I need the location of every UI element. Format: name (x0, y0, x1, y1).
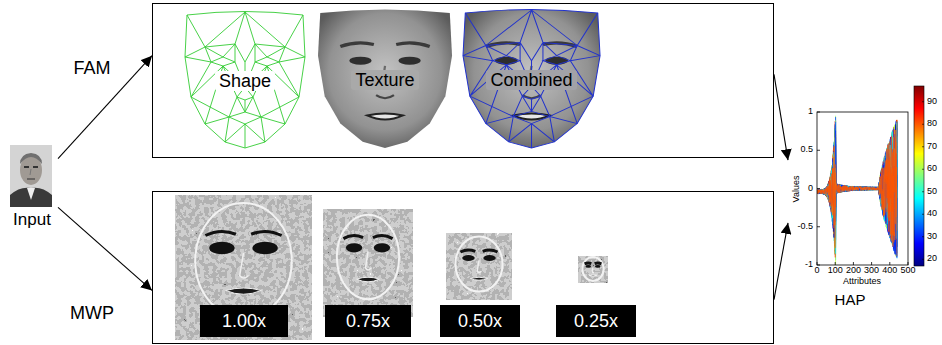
illustration-part (582, 257, 603, 281)
colorbar-tick-label: 20 (927, 254, 937, 264)
colorbar-tick-label: 60 (927, 164, 937, 174)
y-tick-label: 0 (808, 184, 813, 194)
arrow-connector (774, 74, 788, 160)
x-tick-label: 500 (900, 266, 915, 276)
x-tick-label: 0 (814, 266, 819, 276)
shape-mesh (185, 12, 305, 149)
scale-tag: 0.75x (325, 305, 411, 337)
axis-title: Attributes (843, 277, 881, 287)
y-tick-label: -1 (805, 260, 813, 270)
illustration-part (195, 203, 292, 318)
combined-face (463, 9, 600, 147)
input-photo (10, 145, 52, 207)
colorbar-tick-label: 40 (927, 209, 937, 219)
node-text: Shape (215, 71, 275, 92)
node-text: 0.75x (346, 311, 390, 332)
illustration-part (340, 43, 429, 120)
scale-tag: 0.50x (440, 305, 520, 337)
colorbar-tick-label: 80 (927, 119, 937, 129)
y-tick-label: 1 (808, 107, 813, 117)
illustration-part (817, 112, 908, 265)
illustration-part (578, 256, 608, 283)
plot-lines (817, 116, 897, 265)
node-text: Combined (486, 70, 576, 91)
illustration-part (922, 102, 924, 260)
illustration-part (27, 178, 35, 179)
illustration-part (817, 112, 908, 265)
hap-chart-node: HAP (788, 84, 940, 308)
node-text: HAP (835, 291, 866, 308)
texture-image: Texture (318, 10, 452, 150)
illustration-part (175, 195, 312, 340)
data-series (817, 129, 897, 257)
edge-label: FAM (71, 59, 112, 79)
arrow-connector (774, 223, 788, 300)
illustration-part (30, 169, 31, 175)
illustration-part (185, 12, 305, 149)
combined-image: Combined (463, 10, 600, 150)
illustration-part (27, 188, 35, 200)
data-series (817, 121, 897, 257)
data-series (817, 125, 897, 265)
scale-tag: 1.00x (200, 305, 288, 337)
y-tick-label: 0.5 (800, 145, 813, 155)
arrow-connector (58, 56, 152, 159)
node-text: Input (13, 210, 51, 230)
colorbar-tick-label: 30 (927, 232, 937, 242)
illustration-part (24, 166, 29, 168)
x-tick-label: 400 (882, 266, 897, 276)
colorbar-tick-label: 70 (927, 142, 937, 152)
fam-panel: Shape Texture Combined (152, 3, 774, 158)
colorbar-tick-label: 50 (927, 187, 937, 197)
illustration-part (10, 188, 52, 207)
texture-face (318, 9, 452, 147)
arrow-connector (58, 207, 152, 290)
illustration-part (463, 9, 600, 147)
shape-image: Shape (185, 12, 305, 150)
axis-title: Values (792, 176, 802, 203)
y-tick-label: -0.5 (797, 222, 813, 232)
input-node: Input (6, 143, 58, 235)
hap-chart (817, 86, 924, 266)
node-text: 0.50x (458, 311, 502, 332)
illustration-part (33, 166, 38, 168)
illustration-part (817, 112, 908, 265)
illustration-part (914, 86, 924, 266)
scale-tag: 0.25x (556, 305, 636, 337)
x-tick-label: 300 (864, 266, 879, 276)
node-text: 1.00x (222, 311, 266, 332)
x-tick-label: 100 (828, 266, 843, 276)
node-text: 0.25x (574, 311, 618, 332)
mwp-images (175, 195, 608, 340)
illustration-part (446, 233, 512, 300)
illustration-part (455, 236, 502, 291)
x-tick-label: 200 (846, 266, 861, 276)
illustration-part (10, 145, 52, 207)
illustration-part (323, 209, 413, 317)
illustration-part (463, 9, 600, 147)
colorbar-tick-label: 90 (927, 97, 937, 107)
data-series (817, 130, 897, 257)
illustration-part (20, 153, 42, 164)
edge-label: MWP (68, 304, 116, 324)
illustration-part (337, 215, 399, 300)
node-text: Texture (351, 70, 418, 91)
illustration-part (318, 9, 452, 147)
mwp-panel: 1.00x 0.75x 0.50x 0.25x (152, 191, 774, 344)
